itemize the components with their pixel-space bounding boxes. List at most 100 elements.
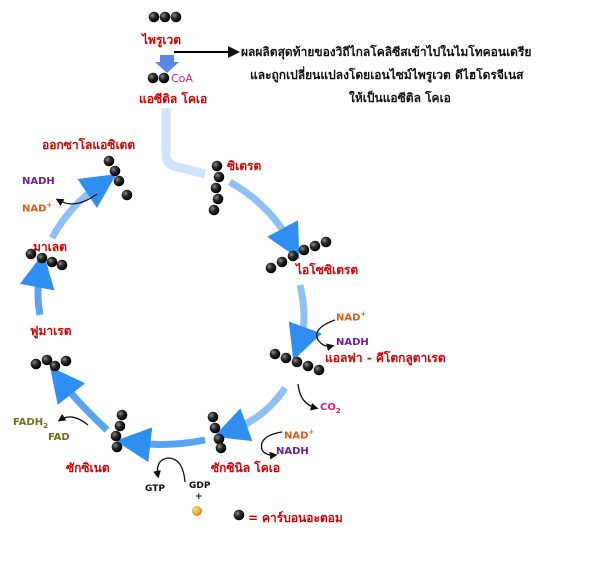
carbon-atom [114,420,126,432]
carbon-atom [210,182,222,194]
cycle-arrows [19,174,322,463]
carbon-atom [320,236,332,248]
arrow-citrate-isocitrate [228,178,300,260]
carbon-atom [49,360,61,372]
nadh-side-arrow [55,193,98,206]
coa-label: CoA [171,72,193,85]
pyruvate-carbons [148,11,182,23]
carbon-atom [309,240,321,252]
fumarate-label: ฟูมาเรต [30,324,72,338]
arrow-succinylcoa-succinate [115,427,206,463]
carbon-atom [233,509,245,521]
fad-side-arrow [57,413,89,426]
carbon-atom [25,248,37,260]
carbon-atom [116,409,128,421]
carbon-atom [302,360,314,372]
note-line-3: ให้เป็นแอซีติล โคเอ [349,91,451,105]
carbon-atom [213,433,225,445]
note-line-2: และถูกเปลี่ยนแปลงโดยเอนไซม์ไพรูเวต ดีไฮโ… [250,68,524,82]
succinate-carbons [110,409,128,453]
pyruvate-to-acetyl-coa-arrow [155,55,179,73]
carbon-atom [211,160,223,172]
carbon-atom [215,442,227,454]
akg-nadh-side-arrow [316,319,336,352]
carbon-atom [212,193,224,205]
pyruvate-label: ไพรูเวต [142,33,182,47]
legend-text: คาร์บอนอะตอม [262,511,343,525]
carbon-atom [265,262,277,274]
alpha-kg-carbons [269,348,325,376]
oxaloacetate-label: ออกซาโลแอซิเตต [42,138,136,152]
gtp-side-arrow [153,457,186,483]
gdp-phosphate [192,506,202,516]
carbon-atom [280,352,292,364]
succinyl-nad-label: NAD+ [284,428,315,442]
malate-nadh-label: NADH [22,176,55,187]
isocitrate-carbons [265,236,332,274]
arrow-succinate-fumarate [49,366,110,433]
carbon-atom [121,189,133,201]
fad-label: FAD [48,432,70,443]
co2-side-arrow [297,383,319,411]
carbon-atom [147,72,159,84]
carbon-atom [208,204,220,216]
carbon-atom [291,356,303,368]
carbon-atom [158,72,170,84]
phosphate-ball [192,506,202,516]
carbon-atom [46,256,58,268]
malate-carbons [25,248,68,271]
arrow-isocitrate-akg [288,284,322,361]
legend-equals: = [248,511,259,525]
succinyl-coa-carbons [207,411,227,454]
gdp-label: GDP [189,481,211,491]
carbon-atom [60,355,72,367]
akg-nadh-label: NADH [336,337,369,348]
carbon-atom [30,358,42,370]
acetyl-carbons [147,72,170,84]
carbon-atom [287,250,299,262]
carbon-atom [207,411,219,423]
side-arrows [55,193,336,483]
carbon-atom [109,165,121,177]
carbon-atom [269,348,281,360]
alpha-ketoglutarate-label: แอลฟา - คีโตกลูตาเรต [325,351,446,365]
carbon-atom [313,364,325,376]
carbon-atom [113,175,125,187]
carbon-atom [159,11,171,23]
carbon-atom [276,256,288,268]
succinyl-nadh-label: NADH [276,446,309,457]
acetyl-coa-entry-arrow [161,108,207,179]
co2-label: CO2 [320,402,341,415]
gtp-label: GTP [145,484,165,494]
carbon-atom [110,430,122,442]
carbon-atom [103,155,115,167]
arrow-fumarate-malate [19,252,55,316]
arrow-akg-succinylcoa [213,386,288,442]
succinyl-nadh-side-arrow [260,431,283,460]
carbon-atom [209,422,221,434]
akg-nad-label: NAD+ [336,310,367,324]
carbon-atom [36,252,48,264]
carbon-atom [41,354,53,366]
carbon-atom [213,171,225,183]
note-line-1: ผลผลิตสุดท้ายของวิถีไกลโคลิซีสเข้าไปในไม… [241,45,532,59]
citrate-carbons [208,160,225,216]
carbon-atom [56,259,68,271]
isocitrate-label: ไอโซซิเตรต [296,263,359,277]
carbon-chains [25,11,332,521]
fumarate-carbons [30,354,72,372]
gdp-plus-sign: + [195,492,203,502]
succinyl-coa-label: ซักซินิล โคเอ [211,461,281,475]
fadh2-label: FADH2 [13,417,48,430]
oxaloacetate-carbons [103,155,133,201]
arrow-malate-oxaloacetate [48,174,117,240]
citrate-label: ซิเตรต [227,159,262,173]
carbon-atom [170,11,182,23]
succinate-label: ซักซิเนต [66,461,110,475]
acetyl-coa-label: แอซีติล โคเอ [139,92,208,106]
carbon-atom [111,441,123,453]
malate-nad-label: NAD+ [22,201,53,215]
malate-label: มาเลต [33,240,67,254]
carbon-atom [148,11,160,23]
